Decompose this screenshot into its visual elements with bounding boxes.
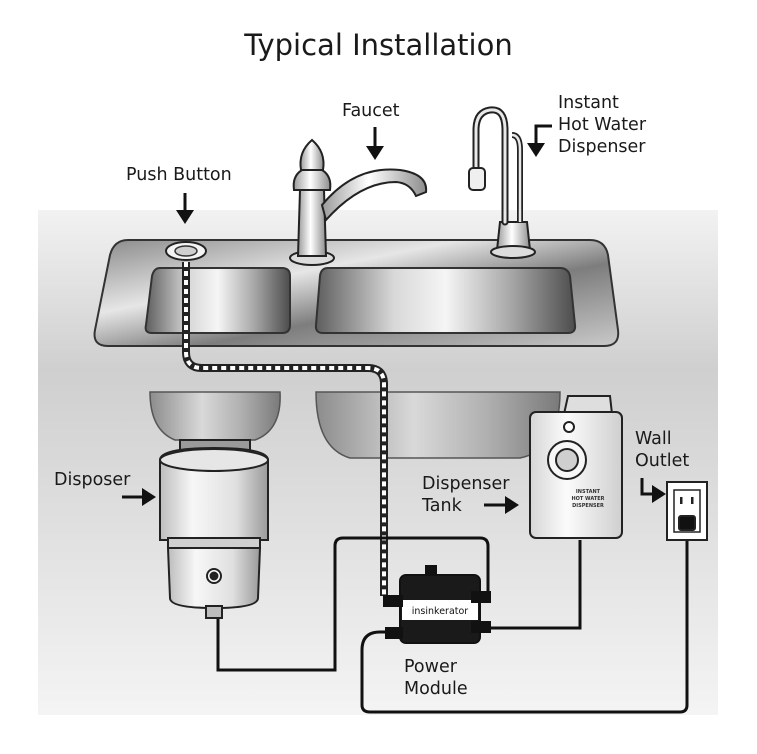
- power-module-label: Power Module: [404, 656, 468, 700]
- faucet-icon: [289, 138, 428, 266]
- sink: [93, 239, 620, 347]
- arrow-right-icon: [122, 488, 156, 506]
- arrow-right-icon: [484, 496, 519, 514]
- power-cords: [216, 536, 689, 714]
- arrow-bent-icon: [640, 478, 666, 503]
- wall-outlet-label-line: Outlet: [635, 451, 690, 471]
- wall-outlet-icon: [666, 481, 708, 541]
- tank-brand-text: INSTANT HOT WATER DISPENSER: [571, 489, 604, 509]
- wall-outlet-label-line: Wall: [635, 429, 672, 449]
- hot-water-dispenser-label-line: Hot Water: [558, 115, 647, 135]
- dispenser-tank-label-line: Dispenser: [422, 474, 510, 494]
- diagram-title: Typical Installation: [244, 28, 513, 62]
- disposer-label: Disposer: [54, 470, 131, 490]
- pointer-arrows: [122, 124, 666, 514]
- hot-water-dispenser-label: Instant Hot Water Dispenser: [558, 92, 646, 158]
- wall-outlet-label: Wall Outlet: [635, 428, 689, 472]
- hot-water-dispenser-label-line: Dispenser: [558, 137, 646, 157]
- push-button-icon: [165, 241, 207, 261]
- power-module-label-line: Power: [404, 657, 457, 677]
- disposer-icon: [159, 439, 269, 619]
- tank-text-line-1: INSTANT: [576, 489, 601, 495]
- arrow-down-icon: [176, 193, 194, 224]
- arrow-down-icon: [366, 127, 384, 160]
- air-line: [182, 262, 388, 596]
- hot-water-dispenser-icon: [468, 106, 536, 259]
- dispenser-tank-label-line: Tank: [422, 496, 462, 516]
- arrow-bent-icon: [527, 124, 552, 157]
- dispenser-tank-icon: [529, 395, 623, 539]
- power-module-logo: insinkerator: [412, 606, 469, 617]
- faucet-label: Faucet: [342, 101, 400, 121]
- hot-water-dispenser-label-line: Instant: [558, 93, 619, 113]
- tank-text-line-3: DISPENSER: [572, 503, 604, 509]
- power-module-icon: [383, 565, 491, 644]
- right-bowl-underside: [315, 391, 561, 459]
- power-module-label-line: Module: [404, 679, 468, 699]
- dispenser-tank-label: Dispenser Tank: [422, 473, 510, 517]
- push-button-label: Push Button: [126, 165, 232, 185]
- left-bowl-underside: [149, 391, 281, 441]
- tank-text-line-2: HOT WATER: [571, 496, 604, 502]
